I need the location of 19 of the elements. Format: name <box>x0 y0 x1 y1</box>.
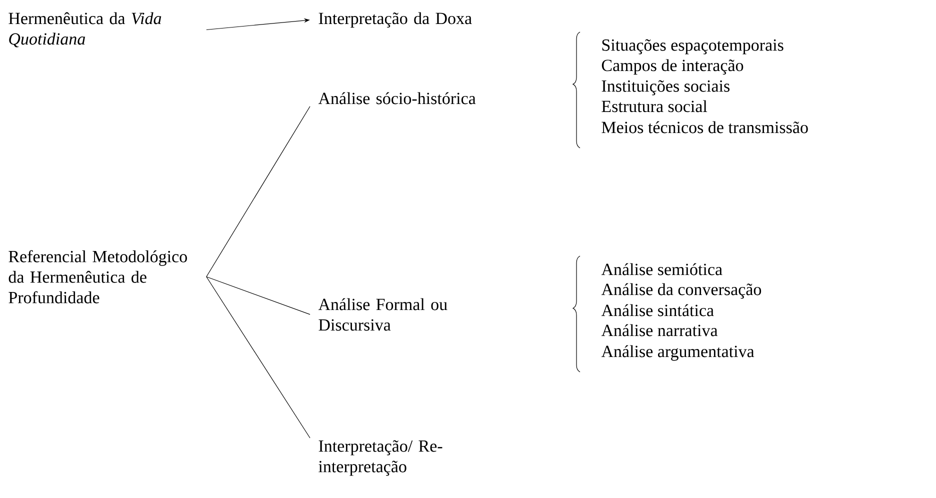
connector-line <box>206 276 310 438</box>
node-text: Interpretação da Doxa <box>318 12 472 28</box>
list-item: Situações espaçotemporais <box>602 39 784 54</box>
list-item: Análise da conversação <box>601 283 762 299</box>
list-item: Estrutura social <box>602 100 708 112</box>
list-item: Análise sintática <box>601 304 714 316</box>
node-text: Referencial Metodológico da Hermenêutica de Profundidade <box>8 250 187 304</box>
list-item: Campos de interação <box>602 59 744 75</box>
list-item: Meios técnicos de transmissão <box>602 121 808 134</box>
list-item: Análise argumentativa <box>601 345 754 361</box>
connector-line <box>206 276 310 315</box>
node-text: Análise Formal ou Discursiva <box>318 298 448 331</box>
list-item: Instituições sociais <box>602 80 730 96</box>
node-text: Interpretação/ Re-interpretação <box>318 440 442 476</box>
node-text: Hermenêutica da Vida Quotidiana <box>8 12 162 48</box>
node-text: Análise sócio-histórica <box>318 92 476 104</box>
connector-line <box>206 106 310 278</box>
list-item: Análise semiótica <box>601 263 722 276</box>
list-item: Análise narrativa <box>601 324 718 336</box>
